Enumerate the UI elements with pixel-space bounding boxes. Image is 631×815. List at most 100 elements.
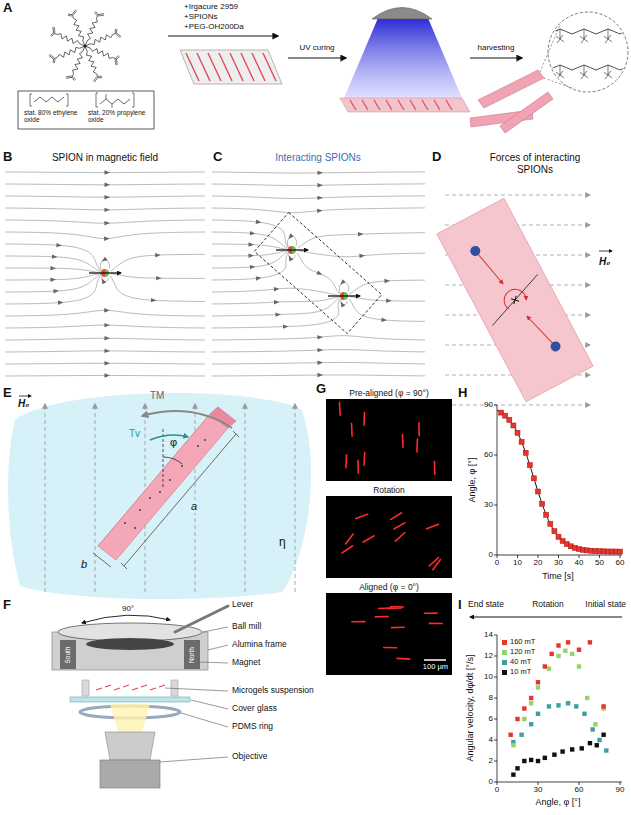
panel-d-illustration: [437, 195, 612, 405]
field-line: [212, 336, 425, 340]
tick-label: 6: [489, 714, 493, 723]
field-arrow: [104, 221, 110, 225]
legend-text: 10 mT: [510, 667, 531, 676]
data-point: [536, 685, 540, 689]
part-label: Ball mill: [232, 622, 261, 632]
peg-arm: [85, 46, 113, 58]
data-point: [556, 643, 560, 647]
micrograph-panel: Pre-aligned (φ = 90°): [326, 388, 452, 481]
pair-outline: [254, 212, 381, 333]
hydrogel-stripe: [186, 53, 199, 81]
data-point: [523, 450, 528, 455]
peg-arm: [73, 46, 85, 74]
dimension-tick: [233, 431, 239, 437]
vinyl-bond: [72, 10, 76, 15]
field-arrow: [104, 236, 110, 241]
microgel-body: [437, 198, 593, 401]
rotation-arrow: [82, 615, 170, 623]
axis-tick: [558, 555, 559, 558]
data-point: [577, 664, 581, 668]
axis-tick: [538, 555, 539, 558]
data-point: [527, 463, 532, 468]
data-point: [511, 423, 516, 428]
crosslink-arm: [560, 39, 564, 42]
data-point: [536, 489, 541, 494]
legend-text: 40 mT: [510, 657, 531, 666]
legend-text: 120 mT: [510, 647, 535, 656]
carbonyl-bond: [54, 59, 56, 63]
process-arrow: [168, 35, 278, 36]
field-line: [5, 276, 101, 304]
data-point: [522, 759, 526, 763]
axis-tick: [517, 555, 518, 558]
methyl-branch: [112, 104, 113, 108]
axis-line: [497, 405, 622, 555]
monomer-label: stat. 20% propylene oxide: [88, 109, 150, 124]
data-point: [618, 549, 623, 554]
lever: [175, 606, 228, 632]
data-point: [522, 717, 526, 721]
carbonyl-bond: [94, 12, 96, 15]
data-point: [536, 680, 540, 684]
crosslink-arm: [581, 39, 584, 43]
field-arrow: [381, 318, 387, 323]
field-arrow: [317, 360, 323, 364]
field-line: [212, 232, 287, 248]
axis-tick: [494, 719, 497, 720]
field-arrow: [248, 242, 254, 247]
legend-item: 120 mT: [502, 648, 535, 656]
center-mark: [511, 296, 519, 304]
viscosity-symbol: η: [278, 536, 287, 550]
glass-slide: [340, 98, 470, 112]
field-arrow: [287, 233, 294, 240]
microgel: [114, 688, 120, 690]
field-arrow: [104, 170, 110, 174]
field-line: [295, 404, 296, 592]
carbonyl-bond: [116, 55, 119, 57]
data-point: [515, 430, 520, 435]
micrograph-image: [326, 496, 452, 578]
carbonyl-bond: [116, 29, 118, 33]
data-point: [577, 648, 581, 652]
axis-tick: [620, 782, 621, 785]
axis-tick: [494, 677, 497, 678]
field-arrow: [50, 277, 56, 282]
field-arrow: [104, 308, 110, 313]
microgel-rod: [429, 623, 443, 625]
microgel: [132, 688, 138, 690]
pole-label: North: [188, 647, 195, 663]
axis-tick: [538, 782, 539, 785]
crosslink-arm: [560, 35, 563, 39]
field-arrow: [339, 279, 346, 286]
bracket: [30, 94, 32, 106]
field-lines: [212, 171, 425, 378]
microgel-rod: [432, 559, 440, 570]
tick-label: 30: [484, 500, 493, 509]
bracket: [132, 93, 134, 107]
microgel-rect: [437, 198, 593, 401]
data-point: [556, 703, 560, 707]
magnet-block: [60, 640, 76, 669]
tick-label: 12: [484, 651, 493, 660]
vinyl-bond: [116, 59, 118, 65]
microgel-rod: [363, 535, 375, 542]
hydrogel-stripe: [398, 100, 404, 110]
plot-h: [494, 405, 623, 558]
data-point: [582, 712, 586, 716]
hydrogel-stripe: [219, 53, 232, 81]
field-arrow: [287, 255, 293, 262]
panel-letter: C: [213, 150, 222, 165]
carbonyl-bond: [98, 77, 102, 79]
data-point: [604, 748, 608, 752]
microgel: [150, 688, 156, 690]
crosslink-arm: [604, 36, 608, 39]
spion-dot: [134, 527, 136, 529]
axis-tick: [494, 740, 497, 741]
scale-bar: [424, 659, 446, 661]
microgel-rod: [393, 522, 405, 529]
vinyl-bond: [116, 34, 121, 38]
field-symbol: H₀: [18, 398, 29, 410]
crosslink-arm: [608, 65, 609, 75]
leader-line: [165, 688, 228, 691]
field-arrow: [104, 361, 110, 365]
